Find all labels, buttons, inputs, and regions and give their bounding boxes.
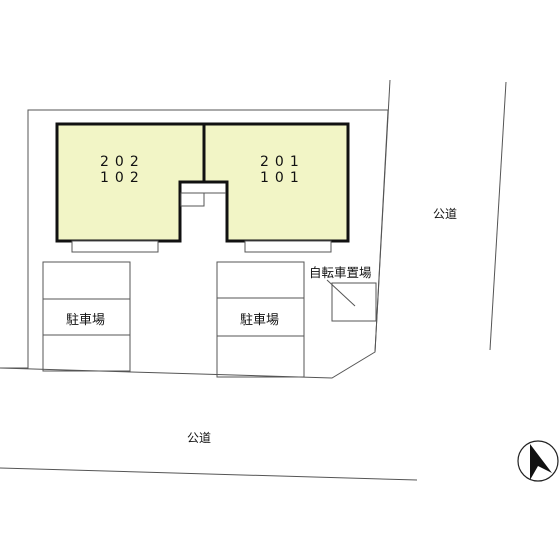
balcony-left <box>71 240 159 253</box>
parking-label-right: 駐車場 <box>240 313 280 328</box>
north-arrow-icon <box>517 440 559 482</box>
unit-label-101: 101 <box>260 170 305 186</box>
road-bottom-edge <box>0 467 418 481</box>
stair-box <box>180 192 205 207</box>
building-201-101 <box>202 122 350 243</box>
road-label-bottom: 公道 <box>187 431 212 445</box>
road-label-right: 公道 <box>433 207 458 221</box>
bicycle-parking-label: 自転車置場 <box>309 265 372 280</box>
road-right-edge-2 <box>489 81 507 351</box>
bicycle-leader-line <box>326 279 356 307</box>
parking-right <box>216 261 305 378</box>
bicycle-parking-area <box>331 282 377 322</box>
balcony-right <box>244 240 332 253</box>
unit-label-102: 102 <box>100 170 145 186</box>
parking-left <box>42 261 131 372</box>
unit-label-202: 202 <box>100 154 145 170</box>
parking-label-left: 駐車場 <box>66 313 106 328</box>
road-right-edge-1 <box>374 79 391 353</box>
unit-label-201: 201 <box>260 154 305 170</box>
